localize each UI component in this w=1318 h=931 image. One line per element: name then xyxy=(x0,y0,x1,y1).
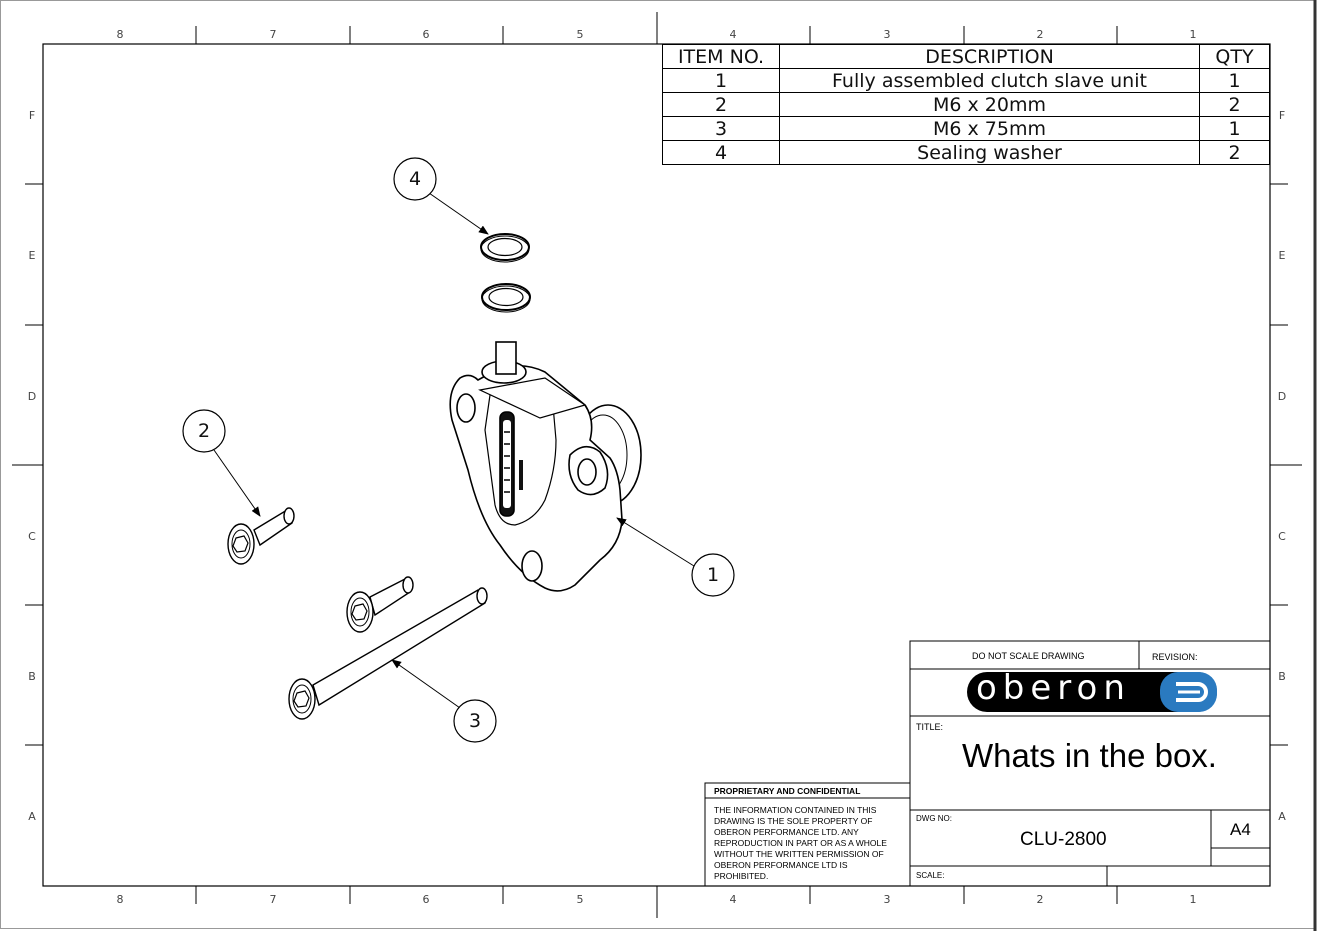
proprietary-line: WITHOUT THE WRITTEN PERMISSION OF xyxy=(714,849,884,859)
leader-4 xyxy=(428,192,489,235)
revision-label: REVISION: xyxy=(1152,652,1198,662)
bottom-zone-ticks xyxy=(195,886,1118,918)
zone-row-b-left: B xyxy=(28,670,36,683)
sheet-size: A4 xyxy=(1230,820,1251,839)
balloon-1 xyxy=(691,553,735,597)
bom-description: Sealing washer xyxy=(779,140,1200,165)
zone-row-e-right: E xyxy=(1278,249,1286,262)
zone-row-f-left: F xyxy=(28,109,36,122)
callout-number-4: 4 xyxy=(408,168,422,190)
callout-number-2: 2 xyxy=(197,420,211,442)
bolt-m6x75 xyxy=(288,587,488,720)
zone-row-c-left: C xyxy=(28,530,36,543)
zone-row-a-left: A xyxy=(28,810,36,823)
bolt-m6x20-lower xyxy=(346,576,414,633)
dwg-no-label: DWG NO: xyxy=(916,814,952,823)
bom-description: M6 x 20mm xyxy=(779,92,1200,117)
bom-item: 2 xyxy=(662,92,780,117)
bom-qty: 1 xyxy=(1199,68,1270,93)
bom-header-item: ITEM NO. xyxy=(662,44,780,69)
oberon-logo xyxy=(967,672,1217,712)
clutch-slave-unit xyxy=(449,341,642,592)
proprietary-line: DRAWING IS THE SOLE PROPERTY OF xyxy=(714,816,873,826)
bom-header-qty: QTY xyxy=(1199,44,1270,69)
leader-3 xyxy=(391,659,461,709)
bolt-m6x20-upper xyxy=(227,507,295,565)
zone-col-2-top: 2 xyxy=(1036,28,1044,41)
zone-col-4-top: 4 xyxy=(729,28,737,41)
zone-col-5-bottom: 5 xyxy=(576,893,584,906)
bom-item: 3 xyxy=(662,116,780,141)
do-not-scale-note: DO NOT SCALE DRAWING xyxy=(972,651,1085,661)
zone-col-3-bottom: 3 xyxy=(883,893,891,906)
zone-col-2-bottom: 2 xyxy=(1036,893,1044,906)
bill-of-materials-table: ITEM NO. DESCRIPTION QTY 1 Fully assembl… xyxy=(662,44,1270,165)
zone-col-4-bottom: 4 xyxy=(729,893,737,906)
title-block-frame xyxy=(704,640,1271,887)
proprietary-notice: THE INFORMATION CONTAINED IN THIS DRAWIN… xyxy=(714,805,887,882)
callout-number-3: 3 xyxy=(468,710,482,732)
table-row: 4 Sealing washer 2 xyxy=(662,140,1270,165)
title-label: TITLE: xyxy=(916,722,944,732)
balloon-3 xyxy=(453,699,497,743)
bom-description: Fully assembled clutch slave unit xyxy=(779,68,1200,93)
zone-row-f-right: F xyxy=(1278,109,1286,122)
zone-row-b-right: B xyxy=(1278,670,1286,683)
zone-col-8-bottom: 8 xyxy=(116,893,124,906)
bom-item: 1 xyxy=(662,68,780,93)
table-row: 2 M6 x 20mm 2 xyxy=(662,92,1270,117)
zone-col-5-top: 5 xyxy=(576,28,584,41)
zone-col-7-bottom: 7 xyxy=(269,893,277,906)
zone-row-c-right: C xyxy=(1278,530,1286,543)
proprietary-line: OBERON PERFORMANCE LTD IS xyxy=(714,860,848,870)
zone-col-1-top: 1 xyxy=(1189,28,1197,41)
balloon-2 xyxy=(182,409,226,453)
scale-label: SCALE: xyxy=(916,871,945,880)
drawing-number: CLU-2800 xyxy=(1020,829,1107,850)
bom-qty: 1 xyxy=(1199,116,1270,141)
bom-qty: 2 xyxy=(1199,140,1270,165)
sealing-washer-lower xyxy=(481,283,531,313)
proprietary-line: REPRODUCTION IN PART OR AS A WHOLE xyxy=(714,838,887,848)
table-row: 1 Fully assembled clutch slave unit 1 xyxy=(662,68,1270,93)
zone-row-a-right: A xyxy=(1278,810,1286,823)
proprietary-line: PROHIBITED. xyxy=(714,871,769,881)
callout-number-1: 1 xyxy=(706,564,720,586)
logo-wordmark: oberon xyxy=(976,668,1131,708)
proprietary-heading: PROPRIETARY AND CONFIDENTIAL xyxy=(714,786,861,796)
bom-item: 4 xyxy=(662,140,780,165)
bom-header-row: ITEM NO. DESCRIPTION QTY xyxy=(662,44,1270,69)
proprietary-line: OBERON PERFORMANCE LTD. ANY xyxy=(714,827,859,837)
zone-row-d-right: D xyxy=(1277,390,1287,403)
zone-col-6-top: 6 xyxy=(422,28,430,41)
table-row: 3 M6 x 75mm 1 xyxy=(662,116,1270,141)
zone-row-d-left: D xyxy=(27,390,37,403)
zone-col-7-top: 7 xyxy=(269,28,277,41)
leader-1 xyxy=(616,517,695,567)
drawing-title: Whats in the box. xyxy=(962,737,1217,774)
balloon-4 xyxy=(393,157,437,201)
bom-header-description: DESCRIPTION xyxy=(779,44,1200,69)
zone-col-6-bottom: 6 xyxy=(422,893,430,906)
proprietary-line: THE INFORMATION CONTAINED IN THIS xyxy=(714,805,877,815)
top-zone-ticks xyxy=(195,12,1118,44)
zone-col-8-top: 8 xyxy=(116,28,124,41)
sealing-washer-upper xyxy=(480,233,530,263)
bom-description: M6 x 75mm xyxy=(779,116,1200,141)
zone-col-3-top: 3 xyxy=(883,28,891,41)
zone-row-e-left: E xyxy=(28,249,36,262)
side-zone-ticks xyxy=(12,183,1302,746)
leader-2 xyxy=(213,449,261,517)
bom-qty: 2 xyxy=(1199,92,1270,117)
zone-col-1-bottom: 1 xyxy=(1189,893,1197,906)
